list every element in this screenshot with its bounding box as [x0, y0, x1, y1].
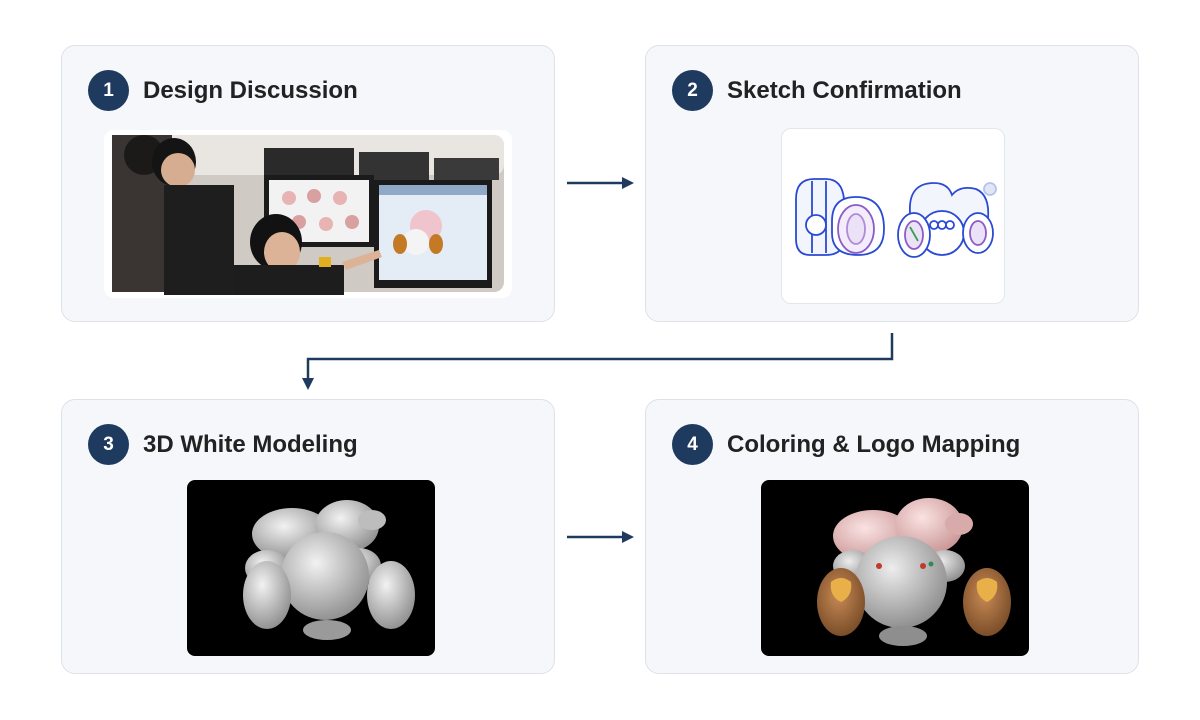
- step-number-badge: 2: [672, 70, 713, 111]
- step-title: 3D White Modeling: [143, 431, 358, 458]
- step-card-coloring-logo-mapping: 4 Coloring & Logo Mapping: [645, 399, 1139, 674]
- arrow-1-to-2: [567, 177, 634, 189]
- arrow-3-to-4: [567, 531, 634, 543]
- white-model-render: [187, 480, 435, 656]
- colored-model-render: [761, 480, 1029, 656]
- step-title: Sketch Confirmation: [727, 77, 962, 104]
- design-discussion-photo: [104, 130, 512, 298]
- arrow-2-to-3: [302, 333, 894, 390]
- step-card-design-discussion: 1 Design Discussion: [61, 45, 555, 322]
- step-number-badge: 3: [88, 424, 129, 465]
- step-number-badge: 1: [88, 70, 129, 111]
- step-card-sketch-confirmation: 2 Sketch Confirmation: [645, 45, 1139, 322]
- step-title: Design Discussion: [143, 77, 358, 104]
- step-card-3d-white-modeling: 3 3D White Modeling: [61, 399, 555, 674]
- step-number-badge: 4: [672, 424, 713, 465]
- sketch-drawing: [781, 128, 1005, 304]
- step-title: Coloring & Logo Mapping: [727, 431, 1021, 458]
